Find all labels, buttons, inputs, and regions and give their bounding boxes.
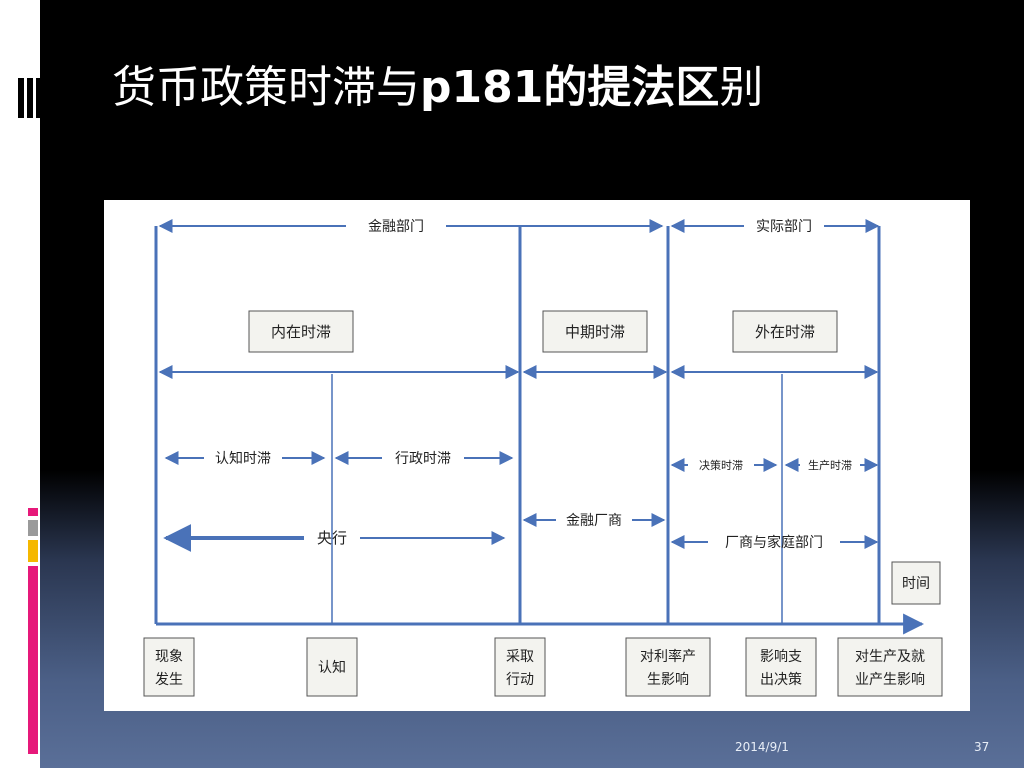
event-box-occurrence — [143, 637, 195, 697]
event-spending-line1: 影响支 — [760, 649, 802, 665]
label-financial-sector: 金融部门 — [368, 219, 424, 235]
event-occurrence-line1: 现象 — [155, 649, 183, 665]
label-inner-lag: 内在时滞 — [271, 323, 331, 341]
event-output-line1: 对生产及就 — [855, 649, 925, 665]
event-recognition-line1: 认知 — [318, 659, 346, 676]
label-middle-lag: 中期时滞 — [565, 323, 625, 341]
event-spending-line2: 出决策 — [760, 671, 802, 688]
event-occurrence-line2: 发生 — [155, 672, 183, 688]
label-time: 时间 — [902, 576, 930, 592]
event-action-line2: 行动 — [506, 672, 534, 688]
label-outer-lag: 外在时滞 — [755, 323, 815, 341]
box-middle-lag — [542, 310, 648, 353]
event-interest-line2: 生影响 — [647, 672, 689, 688]
event-output-line2: 业产生影响 — [855, 672, 925, 688]
label-decision-lag: 决策时滞 — [699, 458, 743, 472]
slide-title: 货币政策时滞与p181的提法区别 — [112, 62, 764, 113]
box-time — [891, 561, 941, 605]
event-box-output-effect — [837, 637, 943, 697]
label-production-lag: 生产时滞 — [808, 458, 852, 472]
box-inner-lag — [248, 310, 354, 353]
event-box-recognition — [306, 637, 358, 697]
left-color-accents — [28, 508, 38, 758]
label-real-sector: 实际部门 — [756, 219, 812, 235]
event-box-interest-effect — [625, 637, 711, 697]
footer-page-number: 37 — [974, 740, 990, 754]
label-financial-firms: 金融厂商 — [566, 513, 622, 529]
box-outer-lag — [732, 310, 838, 353]
footer-date: 2014/9/1 — [735, 740, 789, 754]
label-recognition-lag: 认知时滞 — [215, 450, 271, 467]
monetary-policy-lag-diagram: 金融部门 实际部门 内在时滞 中期时滞 外在时滞 认知时滞 行政时滞 决策时滞 … — [104, 200, 970, 711]
label-households: 厂商与家庭部门 — [725, 534, 823, 551]
label-administrative-lag: 行政时滞 — [395, 451, 451, 467]
event-interest-line1: 对利率产 — [640, 648, 696, 665]
event-action-line1: 采取 — [506, 649, 534, 665]
event-box-spending-decision — [745, 637, 817, 697]
label-central-bank: 央行 — [317, 529, 347, 547]
event-box-action — [494, 637, 546, 697]
